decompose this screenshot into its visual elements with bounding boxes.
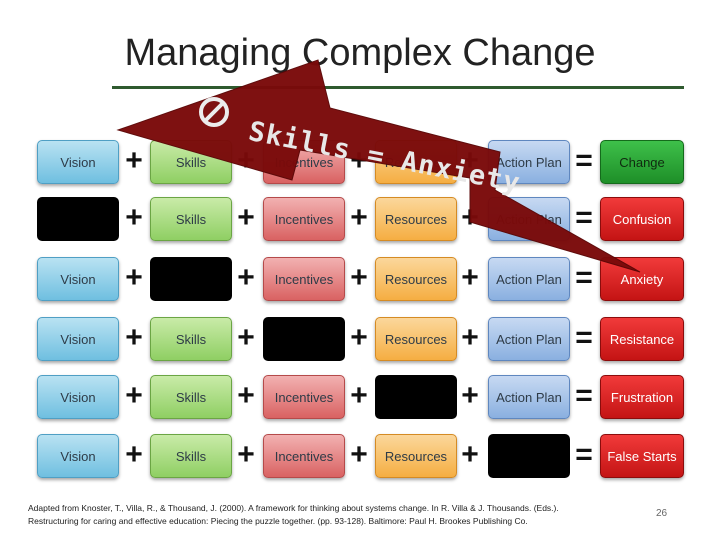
citation-line-1: Adapted from Knoster, T., Villa, R., & T… — [28, 503, 559, 513]
vision-box: Vision — [37, 257, 119, 301]
plus-sign: + — [350, 261, 368, 294]
vision-box: Vision — [37, 375, 119, 419]
citation: Adapted from Knoster, T., Villa, R., & T… — [28, 502, 628, 528]
plus-sign: + — [350, 379, 368, 412]
equals-sign: = — [575, 438, 593, 471]
action-plan-box: Action Plan — [488, 375, 570, 419]
action-plan-box: Action Plan — [488, 140, 570, 184]
missing-skills-box — [150, 257, 232, 301]
result-confusion: Confusion — [600, 197, 684, 241]
plus-sign: + — [350, 201, 368, 234]
plus-sign: + — [125, 438, 143, 471]
plus-sign: + — [461, 379, 479, 412]
plus-sign: + — [125, 321, 143, 354]
skills-box: Skills — [150, 434, 232, 478]
equals-sign: = — [575, 201, 593, 234]
equals-sign: = — [575, 261, 593, 294]
missing-action-plan-box — [488, 434, 570, 478]
plus-sign: + — [461, 261, 479, 294]
equals-sign: = — [575, 379, 593, 412]
equals-sign: = — [575, 144, 593, 177]
vision-box: Vision — [37, 140, 119, 184]
missing-vision-box — [37, 197, 119, 241]
skills-box: Skills — [150, 197, 232, 241]
equals-sign: = — [575, 321, 593, 354]
plus-sign: + — [237, 321, 255, 354]
plus-sign: + — [125, 261, 143, 294]
resources-box: Resources — [375, 197, 457, 241]
title-underline — [112, 86, 684, 89]
plus-sign: + — [461, 438, 479, 471]
plus-sign: + — [237, 438, 255, 471]
missing-incentives-box — [263, 317, 345, 361]
plus-sign: + — [237, 201, 255, 234]
skills-box: Skills — [150, 317, 232, 361]
action-plan-box: Action Plan — [488, 317, 570, 361]
plus-sign: + — [125, 201, 143, 234]
skills-box: Skills — [150, 375, 232, 419]
slide-title: Managing Complex Change — [124, 32, 596, 74]
resources-box: Resources — [375, 434, 457, 478]
plus-sign: + — [237, 379, 255, 412]
plus-sign: + — [125, 144, 143, 177]
vision-box: Vision — [37, 317, 119, 361]
incentives-box: Incentives — [263, 375, 345, 419]
result-change: Change — [600, 140, 684, 184]
prohibited-icon — [199, 97, 229, 127]
result-frustration: Frustration — [600, 375, 684, 419]
resources-box: Resources — [375, 317, 457, 361]
plus-sign: + — [237, 261, 255, 294]
resources-box: Resources — [375, 257, 457, 301]
incentives-box: Incentives — [263, 257, 345, 301]
result-anxiety: Anxiety — [600, 257, 684, 301]
plus-sign: + — [125, 379, 143, 412]
vision-box: Vision — [37, 434, 119, 478]
plus-sign: + — [350, 321, 368, 354]
missing-resources-box — [375, 375, 457, 419]
citation-line-2: Restructuring for caring and effective e… — [28, 516, 528, 526]
incentives-box: Incentives — [263, 434, 345, 478]
plus-sign: + — [461, 321, 479, 354]
result-resistance: Resistance — [600, 317, 684, 361]
page-number: 26 — [656, 508, 668, 519]
result-false-starts: False Starts — [600, 434, 684, 478]
plus-sign: + — [350, 438, 368, 471]
incentives-box: Incentives — [263, 197, 345, 241]
action-plan-box: Action Plan — [488, 257, 570, 301]
